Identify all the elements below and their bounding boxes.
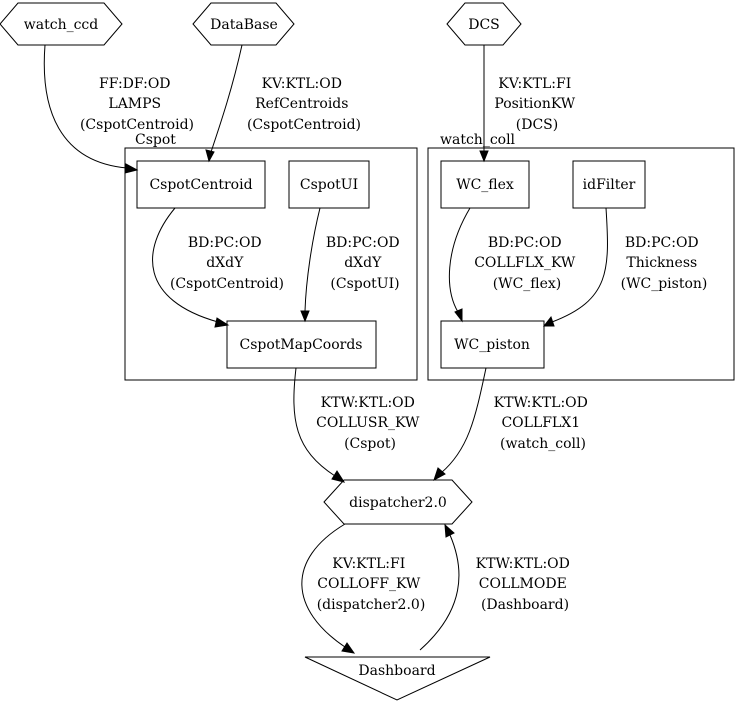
edge-piston-to-dispatcher-line <box>440 367 487 474</box>
cluster-watch-coll-label: watch_coll <box>440 132 516 148</box>
edge-dispatcher-to-dashboard-line <box>301 523 346 648</box>
node-wc-piston[interactable]: WC_piston <box>440 320 545 369</box>
edge-ui-to-map-line <box>304 207 321 312</box>
node-cspot-map-coords-label: CspotMapCoords <box>240 337 363 353</box>
edge-piston-to-dispatcher-arrow <box>433 467 446 482</box>
cluster-cspot-label: Cspot <box>135 132 176 148</box>
edge-wc-flex-to-piston-label: BD:PC:OD COLLFLX_KW (WC_flex) <box>474 235 580 292</box>
node-wc-flex-shape <box>440 160 530 209</box>
node-wc-flex-label: WC_flex <box>456 177 514 193</box>
cluster-watch-coll: watch_coll <box>427 132 735 381</box>
edge-ui-to-map-label: BD:PC:OD dXdY (CspotUI) <box>326 235 404 292</box>
edge-dcs-to-wc-flex-label: KV:KTL:FI PositionKW (DCS) <box>494 76 579 133</box>
node-cspot-map-coords[interactable]: CspotMapCoords <box>226 320 377 369</box>
node-database[interactable]: DataBase <box>192 2 295 46</box>
edge-wc-flex-to-piston: BD:PC:OD COLLFLX_KW (WC_flex) <box>448 207 580 323</box>
edge-watch-ccd-to-centroid-label: FF:DF:OD LAMPS (CspotCentroid) <box>80 76 194 133</box>
edge-idfilter-to-piston-line <box>551 207 608 323</box>
edge-ui-to-map-arrow <box>300 310 310 323</box>
edge-dashboard-to-dispatcher-line <box>419 534 460 651</box>
node-dispatcher[interactable]: dispatcher2.0 <box>323 479 473 525</box>
node-database-shape <box>192 2 295 46</box>
node-dcs-shape <box>446 2 522 46</box>
node-dispatcher-shape <box>323 479 473 525</box>
edge-database-to-centroid-label: KV:KTL:OD RefCentroids (CspotCentroid) <box>247 76 361 133</box>
edge-centroid-to-map-arrow <box>214 317 230 328</box>
node-database-label: DataBase <box>210 17 278 33</box>
edge-map-to-dispatcher: KTW:KTL:OD COLLUSR_KW (Cspot) <box>293 367 424 483</box>
cluster-cspot: Cspot <box>124 132 418 381</box>
cluster-cspot-border <box>124 147 418 381</box>
node-id-filter-label: idFilter <box>583 177 636 193</box>
edge-watch-ccd-to-centroid-line <box>43 44 128 169</box>
edge-centroid-to-map-label: BD:PC:OD dXdY (CspotCentroid) <box>170 235 284 292</box>
edge-wc-flex-to-piston-line <box>448 207 471 313</box>
node-cspot-ui[interactable]: CspotUI <box>288 160 370 209</box>
edge-centroid-to-map: BD:PC:OD dXdY (CspotCentroid) <box>152 207 284 328</box>
edge-ui-to-map: BD:PC:OD dXdY (CspotUI) <box>300 207 404 323</box>
node-wc-piston-shape <box>440 320 545 369</box>
edge-wc-flex-to-piston-arrow <box>454 308 463 323</box>
node-dispatcher-label: dispatcher2.0 <box>349 495 447 511</box>
edge-idfilter-to-piston-label: BD:PC:OD Thickness (WC_piston) <box>621 235 708 292</box>
edge-watch-ccd-to-centroid: FF:DF:OD LAMPS (CspotCentroid) <box>43 44 194 174</box>
cluster-watch-coll-border <box>427 147 735 381</box>
node-cspot-map-coords-shape <box>226 320 377 369</box>
edge-idfilter-to-piston: BD:PC:OD Thickness (WC_piston) <box>542 207 708 327</box>
edge-database-to-centroid-arrow <box>205 149 215 163</box>
edge-idfilter-to-piston-arrow <box>542 315 555 327</box>
edge-dashboard-to-dispatcher: KTW:KTL:OD COLLMODE (Dashboard) <box>419 523 575 651</box>
edge-map-to-dispatcher-label: KTW:KTL:OD COLLUSR_KW (Cspot) <box>316 395 424 452</box>
node-id-filter-shape <box>572 160 646 209</box>
edge-dispatcher-to-dashboard: KV:KTL:FI COLLOFF_KW (dispatcher2.0) <box>301 523 426 654</box>
edge-dashboard-to-dispatcher-arrow <box>444 523 455 538</box>
edge-piston-to-dispatcher-label: KTW:KTL:OD COLLFLX1 (watch_coll) <box>494 395 593 452</box>
node-watch-ccd-shape <box>0 2 123 46</box>
node-wc-flex[interactable]: WC_flex <box>440 160 530 209</box>
edge-dcs-to-wc-flex: KV:KTL:FI PositionKW (DCS) <box>479 45 579 163</box>
node-watch-ccd-label: watch_ccd <box>24 17 98 33</box>
edge-watch-ccd-to-centroid-arrow <box>124 163 139 174</box>
edge-centroid-to-map-line <box>152 207 219 323</box>
edge-dashboard-to-dispatcher-label: KTW:KTL:OD COLLMODE (Dashboard) <box>476 556 575 613</box>
edge-dispatcher-to-dashboard-arrow <box>341 642 356 654</box>
edge-database-to-centroid-line <box>210 44 243 153</box>
node-dashboard-label: Dashboard <box>358 663 435 679</box>
node-cspot-centroid-shape <box>136 160 266 209</box>
node-dashboard[interactable]: Dashboard <box>304 656 491 701</box>
node-cspot-centroid-label: CspotCentroid <box>149 177 252 193</box>
node-dcs[interactable]: DCS <box>446 2 522 46</box>
edge-database-to-centroid: KV:KTL:OD RefCentroids (CspotCentroid) <box>205 44 361 163</box>
edge-piston-to-dispatcher: KTW:KTL:OD COLLFLX1 (watch_coll) <box>433 367 593 482</box>
node-cspot-ui-label: CspotUI <box>300 177 358 193</box>
edge-map-to-dispatcher-line <box>293 367 336 477</box>
node-wc-piston-label: WC_piston <box>454 337 530 353</box>
edge-dispatcher-to-dashboard-label: KV:KTL:FI COLLOFF_KW (dispatcher2.0) <box>317 556 426 613</box>
node-id-filter[interactable]: idFilter <box>572 160 646 209</box>
node-watch-ccd[interactable]: watch_ccd <box>0 2 123 46</box>
node-cspot-centroid[interactable]: CspotCentroid <box>136 160 266 209</box>
edge-dcs-to-wc-flex-arrow <box>479 150 489 163</box>
edge-map-to-dispatcher-arrow <box>331 470 346 483</box>
node-cspot-ui-shape <box>288 160 370 209</box>
node-dcs-label: DCS <box>468 17 500 33</box>
node-dashboard-shape <box>304 656 491 701</box>
